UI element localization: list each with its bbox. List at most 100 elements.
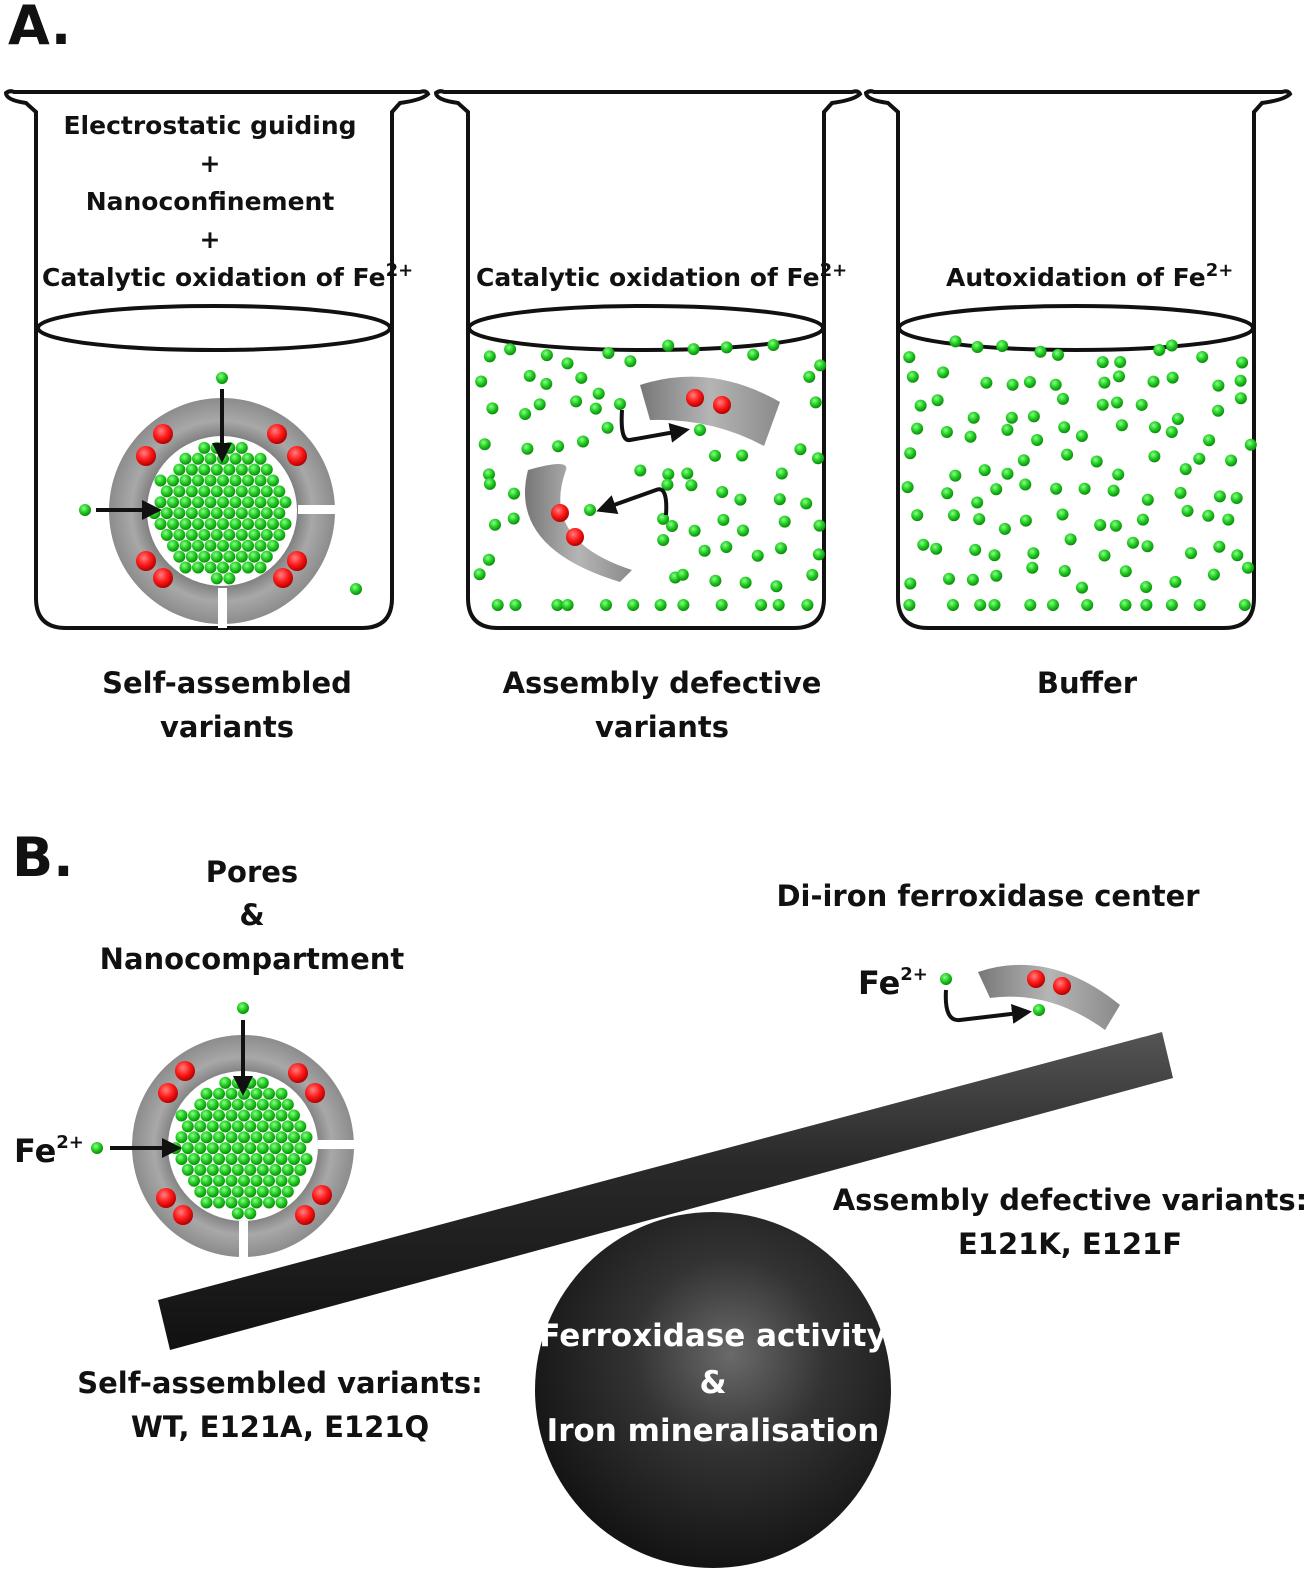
fe2-ion xyxy=(194,1120,207,1133)
fe2-ion xyxy=(350,583,362,595)
left-caption-2: WT, E121A, E121Q xyxy=(131,1410,429,1444)
fe2-ion xyxy=(969,543,982,556)
fe2-ion xyxy=(1081,599,1094,611)
fe2-ion xyxy=(260,463,273,476)
fe2-ion xyxy=(229,496,242,509)
fe2-ion xyxy=(210,528,223,541)
fe2-ion xyxy=(813,519,826,532)
fe2-ion xyxy=(949,335,962,348)
fe2-ion xyxy=(1181,504,1194,517)
fe2-ion xyxy=(188,1109,200,1122)
fe2-ion xyxy=(300,1153,313,1165)
fe2-ion xyxy=(231,1120,244,1133)
beaker-2-subunit-upper xyxy=(640,376,780,446)
fe2-ion xyxy=(225,1087,238,1100)
fe2-ion xyxy=(914,399,927,412)
fe2-ion xyxy=(204,452,217,465)
fe2-ion xyxy=(1230,492,1243,504)
fe2-ion xyxy=(206,1098,219,1111)
fe2-ion xyxy=(988,549,1001,562)
fe2-ion xyxy=(167,496,179,509)
fe2-ion xyxy=(194,1163,207,1176)
fe2-ion xyxy=(478,438,491,451)
fe2-ion xyxy=(244,1185,257,1198)
fe2-ion xyxy=(210,550,223,563)
fe2-ion xyxy=(175,1153,188,1165)
fe2-ion xyxy=(179,539,192,552)
fe2-ion xyxy=(1061,448,1074,461)
beaker-1-ferritin-cage xyxy=(109,398,344,628)
fe2-ion xyxy=(624,355,637,368)
fe2-ion xyxy=(231,1185,244,1198)
fe2-ion xyxy=(473,568,486,581)
fe2-ion xyxy=(225,1109,238,1122)
fe2-ion xyxy=(1024,599,1037,611)
fe2-ion xyxy=(1096,398,1109,411)
beaker-1 xyxy=(3,89,431,630)
fe2-ion xyxy=(486,402,499,415)
fe2-ion xyxy=(1119,599,1132,611)
fe2-ion xyxy=(1140,581,1153,593)
fe2-ion xyxy=(600,599,612,611)
fe2-ion xyxy=(260,507,273,520)
cage-1-fe-sites xyxy=(136,424,307,588)
fe2-ion xyxy=(770,580,783,593)
fe2-ion xyxy=(1212,404,1225,417)
fe2-ion xyxy=(734,493,747,506)
fe2-ion xyxy=(661,478,674,491)
fe2-ion xyxy=(681,467,694,480)
fe2-ion xyxy=(1033,1004,1045,1016)
ion-right-base: Fe xyxy=(858,964,900,1002)
fe2-ion xyxy=(794,443,807,456)
fe2-ion xyxy=(223,528,236,541)
fe2-ion xyxy=(288,1109,300,1122)
fe2-ion xyxy=(204,518,217,530)
fe2-ion xyxy=(966,573,979,586)
fe2-ion xyxy=(812,548,825,561)
fe2-ion xyxy=(210,463,223,476)
fe2-ion xyxy=(1058,565,1071,577)
fe2-ion xyxy=(254,474,267,487)
fe2-ion xyxy=(254,561,267,574)
fe2-ion xyxy=(687,343,700,356)
fe2-ion xyxy=(250,1109,263,1122)
fe2-ion xyxy=(491,599,504,611)
fe2-ion xyxy=(217,474,229,487)
fe2-ion xyxy=(1193,599,1206,611)
beaker-3-line-main: Autoxidation of Fe xyxy=(946,263,1206,292)
beaker-3 xyxy=(863,89,1293,630)
fe2-ion xyxy=(747,348,760,361)
fe2-ion xyxy=(1115,419,1128,432)
fe2-ion xyxy=(279,496,292,509)
beaker-1-line-1: Electrostatic guiding xyxy=(63,111,356,140)
fe2-ion xyxy=(250,1131,263,1144)
fe2-ion xyxy=(483,477,496,490)
beaker-1-line-5-sup: 2+ xyxy=(386,260,414,281)
fe2-ion xyxy=(1179,463,1192,476)
fe2-ion xyxy=(288,1131,300,1144)
fe2-ion xyxy=(1075,430,1088,442)
fe2-ion xyxy=(662,339,675,352)
fe2-ion xyxy=(235,507,248,520)
beaker-1-line-2: + xyxy=(200,149,221,178)
fe2-ion xyxy=(584,504,596,516)
fe2-ion xyxy=(1171,413,1184,425)
fe2-ion xyxy=(185,550,198,563)
fe2-ion xyxy=(634,464,647,477)
cage-b-fe-sites xyxy=(156,1061,332,1225)
fe2-ion xyxy=(235,463,248,476)
fe2-ion xyxy=(1114,356,1127,368)
fe2-ion xyxy=(216,372,228,384)
fe2-ion xyxy=(688,524,701,537)
fe2-ion xyxy=(210,507,223,520)
fe2-ion xyxy=(244,1163,257,1176)
fe2-ion xyxy=(1212,379,1225,392)
fe2-ion xyxy=(1196,351,1209,363)
fe2-ion xyxy=(483,350,496,363)
fe2-ion xyxy=(210,572,223,585)
fe2-ion xyxy=(200,1196,213,1209)
fe2-ion xyxy=(267,496,279,509)
fe2-ion xyxy=(231,1207,244,1220)
fe2-ion xyxy=(229,518,242,530)
fe2-ion xyxy=(242,452,254,465)
